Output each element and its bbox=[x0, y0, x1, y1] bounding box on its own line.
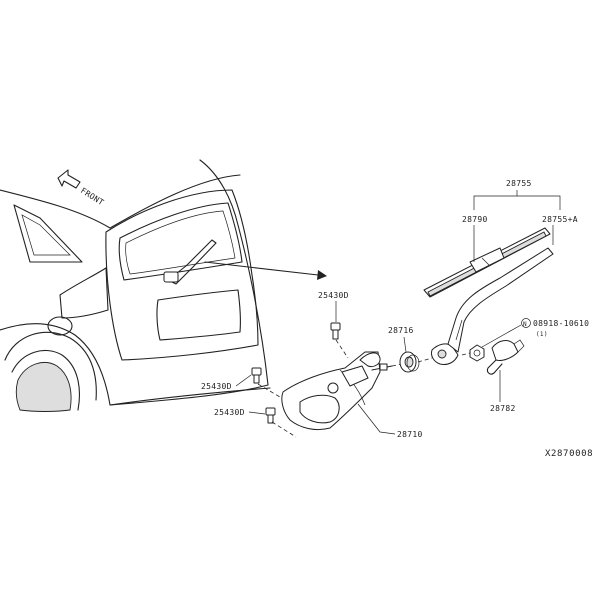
svg-text:28755: 28755 bbox=[506, 179, 532, 188]
label-bolt-middle: 25430D bbox=[201, 374, 252, 391]
label-nut: N 08918-10610 (1) bbox=[481, 318, 589, 348]
svg-text:28710: 28710 bbox=[397, 430, 423, 439]
front-label: FRONT bbox=[79, 186, 105, 207]
svg-text:25430D: 25430D bbox=[318, 291, 349, 300]
label-bolt-top: 25430D bbox=[318, 291, 349, 322]
svg-text:28782: 28782 bbox=[490, 404, 516, 413]
arm-cap bbox=[486, 339, 525, 375]
arm-nut bbox=[461, 344, 485, 362]
svg-text:28716: 28716 bbox=[388, 326, 414, 335]
nut-symbol-icon bbox=[521, 318, 531, 328]
front-arrow-icon bbox=[57, 169, 81, 189]
label-cap: 28782 bbox=[490, 370, 516, 413]
label-pivot-seal: 28716 bbox=[388, 326, 414, 353]
label-motor: 28710 bbox=[357, 403, 423, 439]
front-direction-indicator: FRONT bbox=[57, 169, 105, 207]
label-blade-assembly: 28755 bbox=[473, 179, 561, 210]
diagram-code: X2870008 bbox=[545, 449, 593, 459]
label-arm: 28755+A bbox=[542, 215, 578, 245]
svg-text:08918-10610: 08918-10610 bbox=[533, 319, 589, 328]
svg-text:28790: 28790 bbox=[462, 215, 488, 224]
wiper-arm bbox=[431, 247, 554, 365]
svg-text:(1): (1) bbox=[536, 331, 548, 338]
vehicle-rear-illustration bbox=[0, 159, 271, 412]
wiper-motor bbox=[281, 351, 403, 431]
wiper-blade bbox=[423, 227, 551, 298]
callout-arrow bbox=[204, 261, 327, 280]
pivot-seal bbox=[399, 351, 433, 373]
svg-text:25430D: 25430D bbox=[214, 408, 245, 417]
bolt-middle bbox=[251, 367, 286, 401]
label-bolt-bottom: 25430D bbox=[214, 408, 266, 417]
svg-text:25430D: 25430D bbox=[201, 382, 232, 391]
label-blade-refill: 28790 bbox=[462, 215, 488, 262]
bolt-top bbox=[330, 322, 349, 359]
svg-text:N: N bbox=[523, 321, 527, 328]
svg-text:28755+A: 28755+A bbox=[542, 215, 578, 224]
bolt-bottom bbox=[265, 407, 297, 438]
